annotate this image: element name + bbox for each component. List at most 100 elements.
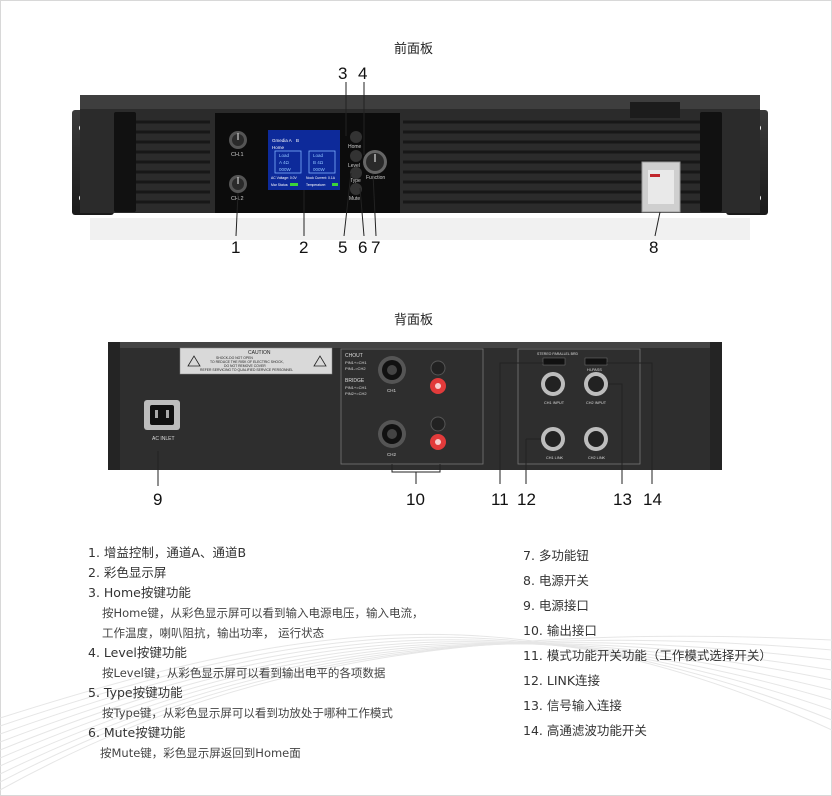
hipass-label: HI-PASS (587, 368, 602, 372)
knob-ch1-label: CH.1 (231, 152, 244, 158)
speakon-ch1-label: CH1 (387, 388, 396, 393)
callout-1: 1 (231, 238, 241, 257)
callout-6: 6 (358, 238, 368, 257)
function-knob[interactable] (363, 150, 387, 174)
speakon-ch2[interactable] (378, 420, 406, 448)
callout-2: 2 (299, 238, 309, 257)
mode-switch[interactable] (542, 357, 566, 366)
screen-row2b: Temperature: (306, 183, 326, 187)
background-swirl (0, 633, 832, 791)
desc-item-8: 8. 电源开关 (523, 573, 589, 588)
desc-item-3-detail-1: 按Home键，从彩色显示屏可以看到输入电源电压，输入电流， (102, 606, 424, 620)
front-panel-title: 前面板 (394, 42, 434, 57)
bridge-line-1: PIN1+=CH1 (345, 385, 367, 390)
screen-box2-line1: Load (313, 153, 324, 158)
ac-inlet[interactable] (144, 400, 180, 430)
desc-item-5-detail: 按Type键，从彩色显示屏可以看到功放处于哪种工作模式 (102, 706, 393, 720)
caution-line-2: TO REDUCE THE RISK OF ELECTRIC SHOCK, (210, 360, 284, 364)
home-button[interactable] (350, 131, 362, 143)
callout-5: 5 (338, 238, 348, 257)
caution-label: CAUTION SHOCK-DO NOT OPEN TO REDUCE THE … (179, 347, 333, 375)
desc-item-5: 5. Type按键功能 (88, 685, 183, 700)
ac-inlet-label: AC INLET (152, 436, 175, 442)
level-button[interactable] (350, 150, 362, 162)
desc-item-3-detail-2: 工作温度，喇叭阻抗，输出功率， 运行状态 (102, 626, 325, 640)
bridge-title: BRIDGE (345, 378, 365, 384)
ch2-link-label: CH2 LINK (588, 456, 606, 460)
power-switch[interactable] (641, 161, 681, 213)
rear-panel: CAUTION SHOCK-DO NOT OPEN TO REDUCE THE … (108, 342, 722, 486)
speakon-ch2-label: CH2 (387, 452, 396, 457)
caution-line-3: DO NOT REMOVE COVER (224, 364, 266, 368)
screen-box2-line2: B 4Ω (313, 160, 324, 165)
handle-right (700, 112, 722, 212)
screen-box1-line2: A 4Ω (279, 160, 290, 165)
chout-line-2: PIN1-=CH2 (345, 366, 366, 371)
function-knob-label: Function (366, 175, 385, 181)
binding-posts-ch2[interactable] (430, 416, 446, 450)
speakon-ch1[interactable] (378, 356, 406, 384)
rear-panel-title: 背面板 (394, 313, 434, 328)
handle-left (114, 112, 136, 212)
caution-title: CAUTION (248, 350, 271, 356)
mode-switch-label: STEREO PARALLEL BRD (537, 352, 579, 356)
screen-box1-line1: Load (279, 153, 290, 158)
chout-line-1: PIN1+=CH1 (345, 360, 367, 365)
desc-item-11: 11. 模式功能开关功能（工作模式选择开关） (523, 648, 772, 663)
desc-item-4: 4. Level按键功能 (88, 645, 187, 660)
hipass-switch[interactable] (584, 357, 608, 366)
desc-item-12: 12. LINK连接 (523, 673, 601, 688)
caution-line-1: SHOCK-DO NOT OPEN (216, 356, 253, 360)
screen-row2a: Mar Status: (271, 183, 288, 187)
ch2-input-label: CH2 INPUT (586, 401, 607, 405)
color-display (268, 130, 340, 190)
callout-8: 8 (649, 238, 659, 257)
mute-button-label: Mute (349, 196, 360, 202)
front-panel: CH.1 CH.2 Gmedia A B Home Load A 4Ω 000W… (72, 82, 768, 240)
level-button-label: Level (348, 163, 360, 169)
desc-item-4-detail: 按Level键，从彩色显示屏可以看到输出电平的各项数据 (102, 666, 386, 680)
screen-row1b: Nook Current: 0.1A (306, 176, 336, 180)
description-left: 1. 增益控制，通道A、通道B 2. 彩色显示屏 3. Home按键功能 按Ho… (88, 543, 423, 763)
screen-box1-line3: 000W (279, 167, 292, 172)
description-right: 7. 多功能钮 8. 电源开关 9. 电源接口 10. 输出接口 11. 模式功… (523, 543, 772, 743)
screen-box2-line3: 000W (313, 167, 326, 172)
xlr-ch1-input[interactable] (541, 372, 565, 396)
binding-posts-ch1[interactable] (430, 360, 446, 394)
desc-item-2: 2. 彩色显示屏 (88, 565, 167, 580)
callout-11: 11 (491, 490, 509, 509)
screen-header-right: B (296, 138, 299, 143)
desc-item-3: 3. Home按键功能 (88, 585, 191, 600)
desc-item-7: 7. 多功能钮 (523, 548, 589, 563)
xlr-ch2-link[interactable] (584, 427, 608, 451)
callout-14: 14 (643, 490, 662, 509)
screen-header-left: Gmedia A (272, 138, 292, 143)
chout-title: CHOUT (345, 353, 363, 359)
callout-9: 9 (153, 490, 163, 509)
desc-item-13: 13. 信号输入连接 (523, 698, 622, 713)
type-button-label: Type (350, 178, 361, 184)
gain-knob-ch1[interactable] (229, 131, 247, 149)
callout-3: 3 (338, 64, 348, 83)
screen-home: Home (272, 145, 285, 150)
bridge-line-2: PIN2+=CH2 (345, 391, 367, 396)
desc-item-9: 9. 电源接口 (523, 598, 589, 613)
xlr-ch1-link[interactable] (541, 427, 565, 451)
input-section (517, 348, 641, 465)
callout-7: 7 (371, 238, 381, 257)
callout-13: 13 (613, 490, 632, 509)
mute-button[interactable] (350, 183, 362, 195)
desc-item-1: 1. 增益控制，通道A、通道B (88, 545, 247, 560)
home-button-label: Home (348, 144, 362, 150)
caution-line-4: REFER SERVICING TO QUALIFIED SERVICE PER… (200, 368, 293, 372)
type-button[interactable] (350, 167, 362, 179)
gain-knob-ch2[interactable] (229, 175, 247, 193)
desc-item-10: 10. 输出接口 (523, 623, 597, 638)
output-section (340, 348, 484, 465)
desc-item-6-detail: 按Mute键，彩色显示屏返回到Home面 (100, 746, 301, 760)
desc-item-6: 6. Mute按键功能 (88, 725, 186, 740)
xlr-ch2-input[interactable] (584, 372, 608, 396)
screen-row1a: AC Voltage: 0.0V (271, 176, 298, 180)
ch1-input-label: CH1 INPUT (544, 401, 565, 405)
callout-10: 10 (406, 490, 425, 509)
